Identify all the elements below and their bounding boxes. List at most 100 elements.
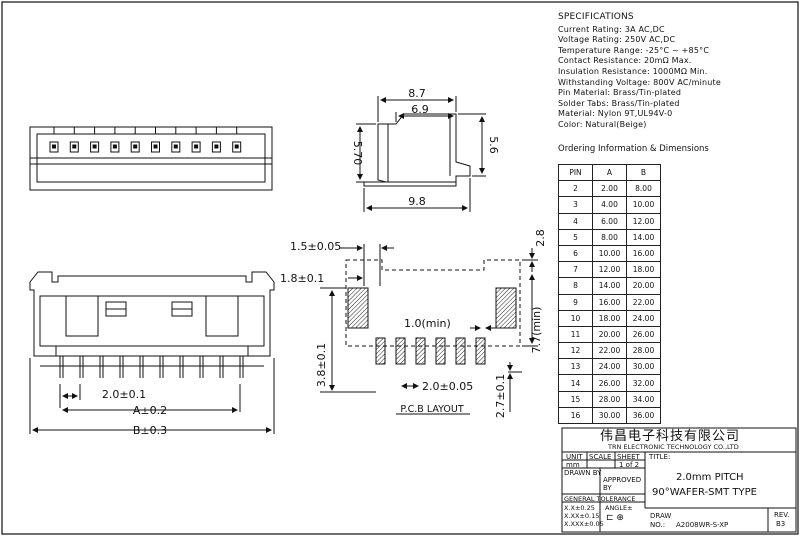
pcb-tab-gap: 1.8±0.1 <box>280 272 324 285</box>
table-cell: 36.00 <box>626 406 661 425</box>
pcb-tab-width: 1.5±0.05 <box>290 240 341 253</box>
top-pin <box>130 141 140 153</box>
top-pin <box>191 141 201 153</box>
table-cell: 26.00 <box>626 325 661 344</box>
pcb-height: 7.7(min) <box>530 307 543 354</box>
sheet-label: SHEET <box>617 453 640 461</box>
no-label: NO.: <box>650 521 666 529</box>
table-cell: 10.00 <box>626 196 661 214</box>
spec-line: Solder Tabs: Brass/Tin-plated <box>558 98 680 108</box>
spec-line: Color: Natural(Beige) <box>558 119 647 129</box>
title-line-1: 2.0mm PITCH <box>676 472 744 483</box>
pcb-pad <box>375 337 386 365</box>
table-cell: 30.00 <box>592 406 627 425</box>
table-cell: 10 <box>558 309 593 327</box>
top-pin-hole <box>194 144 199 149</box>
table-cell: 5 <box>558 228 593 246</box>
spec-line: Contact Resistance: 20mΩ Max. <box>558 56 692 66</box>
pcb-pad <box>415 337 426 365</box>
top-pin-hole <box>52 144 56 149</box>
angle-label: ANGLE± <box>605 504 633 512</box>
table-cell: 12.00 <box>592 261 627 279</box>
top-pin <box>151 141 160 153</box>
projection-icon: ⊏ ⊕ <box>606 513 624 523</box>
tolerance-2: X.XX±0.15 <box>564 512 600 520</box>
spec-line: Insulation Resistance: 1000MΩ Min. <box>558 66 708 76</box>
spec-line: Temperature Range: -25°C ~ +85°C <box>558 45 710 55</box>
table-cell: 9 <box>558 293 593 311</box>
top-pin <box>211 141 221 153</box>
side-base-width: 9.8 <box>408 195 426 208</box>
pcb-pad <box>435 337 446 365</box>
side-view <box>356 96 486 212</box>
pcb-bottom-offset: 2.7±0.1 <box>494 374 507 418</box>
table-cell: 20.00 <box>592 325 627 344</box>
table-cell: 4.00 <box>592 196 627 214</box>
tolerance-3: X.XXX±0.05 <box>564 520 604 528</box>
table-cell: 15 <box>558 390 593 408</box>
top-pin-hole <box>112 144 117 149</box>
front-pitch: 2.0±0.1 <box>102 388 146 401</box>
side-inner-width: 6.9 <box>411 103 429 116</box>
top-pin <box>90 141 100 153</box>
top-pin-hole <box>173 144 178 149</box>
table-cell: 12 <box>558 342 593 360</box>
table-cell: 6.00 <box>592 212 627 230</box>
table-cell: 22.00 <box>626 293 661 311</box>
title-label: TITLE: <box>649 453 671 461</box>
table-cell: 20.00 <box>626 277 661 295</box>
pcb-top-offset: 2.8 <box>534 229 547 247</box>
sheet-value: 1 of 2 <box>619 461 640 469</box>
title-block <box>561 427 797 533</box>
pcb-pin-pitch: 2.0±0.05 <box>422 380 473 393</box>
table-cell: 14 <box>558 374 593 392</box>
spec-line: Voltage Rating: 250V AC,DC <box>558 35 676 45</box>
company-name-cn: 伟昌电子科技有限公司 <box>600 429 741 444</box>
table-cell: 18.00 <box>626 261 661 279</box>
table-cell: 2.00 <box>592 180 627 198</box>
top-pin-hole <box>133 144 138 149</box>
table-cell: 3 <box>558 196 593 214</box>
top-pin-hole <box>214 144 219 149</box>
table-cell: 18.00 <box>592 309 627 327</box>
spec-line: Pin Material: Brass/Tin-plated <box>558 88 682 98</box>
col-header-b: B <box>626 163 661 182</box>
table-cell: 4 <box>558 212 593 230</box>
spec-line: Current Rating: 3A AC,DC <box>558 24 665 34</box>
front-view <box>29 271 275 434</box>
specifications-title: SPECIFICATIONS <box>558 12 634 22</box>
col-header-pin: PIN <box>558 163 593 182</box>
table-cell: 7 <box>558 261 593 279</box>
pcb-layout-label: P.C.B LAYOUT <box>400 404 463 415</box>
pcb-pad-height: 3.8±0.1 <box>315 343 328 387</box>
table-cell: 26.00 <box>592 374 627 392</box>
top-pin <box>171 141 181 153</box>
top-pin <box>232 141 242 153</box>
table-cell: 24.00 <box>592 358 627 376</box>
top-pin-hole <box>92 144 97 149</box>
company-name-en: TRN ELECTRONIC TECHNOLOGY CO.,LTD <box>608 443 739 451</box>
approved-by-label: APPROVED BY <box>603 476 642 492</box>
top-pin-hole <box>234 144 239 149</box>
top-pin-hole <box>72 144 77 149</box>
unit-label: UNIT <box>566 453 583 461</box>
table-cell: 8 <box>558 277 593 295</box>
table-cell: 16 <box>558 406 593 425</box>
pcb-layout <box>320 244 538 415</box>
spec-line: Material: Nylon 9T,UL94V-0 <box>558 109 673 119</box>
front-b: B±0.3 <box>133 424 167 437</box>
table-cell: 13 <box>558 358 593 376</box>
